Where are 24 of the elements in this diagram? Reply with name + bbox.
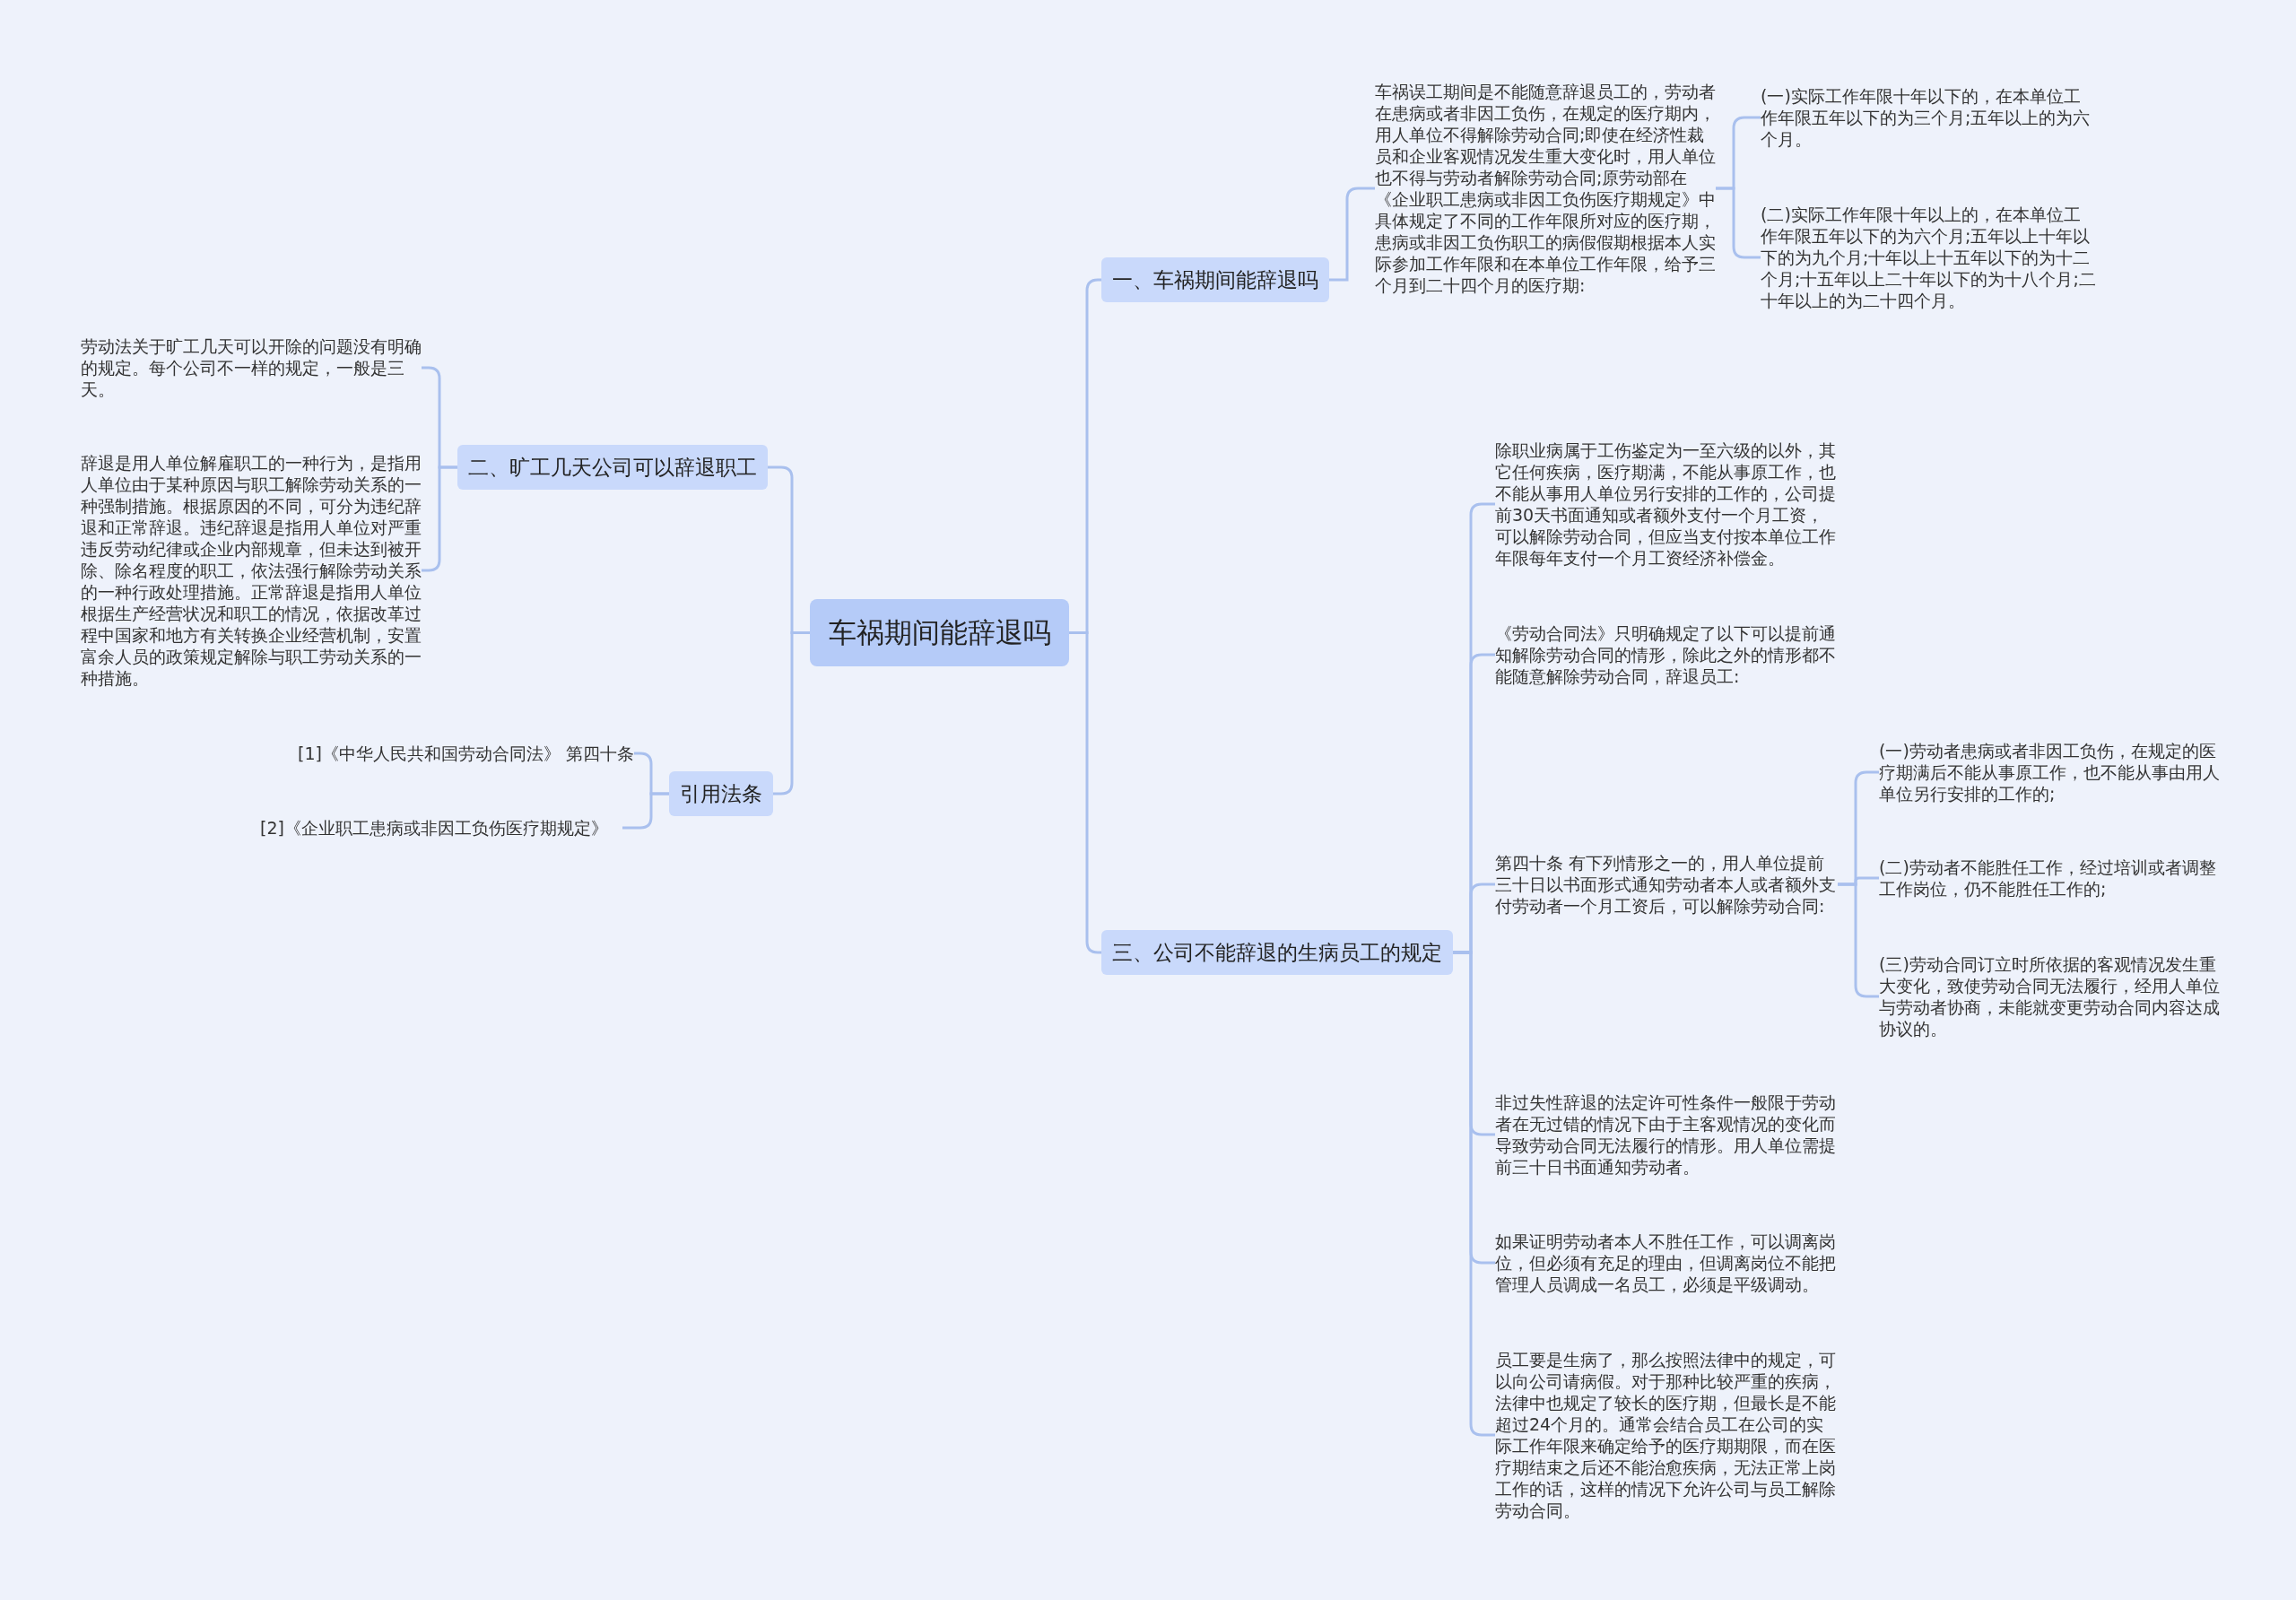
topic-text: 辞退是用人单位解雇职工的一种行为，是指用人单位由于某种原因与职工解除劳动关系的一种强制措施。根据原因的不同，可分为违纪辞退和正常辞退。违纪辞退是指用人单位对严重违反劳动纪律或企业内部规章，但未达到被开除、除名程度的职工，依法强行解除劳动关系的一种行政处理措施。正常辞退是指用人单位根据生产经营状况和职工的情况，依据改革过程中国家和地方有关转换企业经营机制，安置富余人员的政策规定解除与职工劳动关系的一种措施。: [81, 452, 422, 689]
connector-line: [1069, 631, 1101, 954]
topic-text: 劳动法关于旷工几天可以开除的问题没有明确的规定。每个公司不一样的规定，一般是三天。: [81, 335, 422, 400]
topic-text: (二)实际工作年限十年以上的，在本单位工作年限五年以下的为六个月;五年以上十年以下的为九个月;十年以上十五年以下的为十二个月;十五年以上二十年以下的为十八个月;二十年以上的为二十四个月。: [1761, 204, 2097, 311]
topic-text: 非过失性辞退的法定许可性条件一般限于劳动者在无过错的情况下由于主客观情况的变化而导致劳动合同无法履行的情形。用人单位需提前三十日书面通知劳动者。: [1495, 1091, 1838, 1178]
connector-line: [773, 631, 810, 796]
topic-text: [2]《企业职工患病或非因工负伤医疗期规定》: [260, 817, 622, 839]
topic-text: (二)劳动者不能胜任工作，经过培训或者调整工作岗位，仍不能胜任工作的;: [1879, 857, 2224, 900]
topic-text: 《劳动合同法》只明确规定了以下可以提前通知解除劳动合同的情形，除此之外的情形都不能随意解除劳动合同，辞退员工:: [1495, 622, 1838, 687]
topic-text: 员工要是生病了，那么按照法律中的规定，可以向公司请病假。对于那种比较严重的疾病，法律中也规定了较长的医疗期，但最长是不能超过24个月的。通常会结合员工在公司的实际工作年限来确定给予的医疗期期限，而在医疗期结束之后还不能治愈疾病，无法正常上岗工作的话，这样的情况下允许公司与员工解除劳动合同。: [1495, 1349, 1838, 1521]
topic-text: (三)劳动合同订立时所依据的客观情况发生重大变化，致使劳动合同无法履行，经用人单位与劳动者协商，未能就变更劳动合同内容达成协议的。: [1879, 953, 2224, 1039]
connector-line: [622, 792, 669, 830]
topic-text: 如果证明劳动者本人不胜任工作，可以调离岗位，但必须有充足的理由，但调离岗位不能把管理人员调成一名员工，必须是平级调动。: [1495, 1230, 1838, 1295]
topic-text: (一)实际工作年限十年以下的，在本单位工作年限五年以下的为三个月;五年以上的为六个月。: [1761, 85, 2097, 150]
central-topic: 车祸期间能辞退吗: [810, 599, 1069, 666]
topic-text: 除职业病属于工伤鉴定为一至六级的以外，其它任何疾病，医疗期满，不能从事原工作，也不能从事用人单位另行安排的工作的，公司提前30天书面通知或者额外支付一个月工资，可以解除劳动合同，但应当支付按本单位工作年限每年支付一个月工资经济补偿金。: [1495, 439, 1838, 569]
topic-text: [1]《中华人民共和国劳动合同法》 第四十条: [269, 743, 634, 764]
topic-text: (一)劳动者患病或者非因工负伤，在规定的医疗期满后不能从事原工作，也不能从事由用人单位另行安排的工作的;: [1879, 740, 2224, 804]
topic-box: 二、旷工几天公司可以辞退职工: [457, 445, 768, 490]
topic-box: 一、车祸期间能辞退吗: [1101, 257, 1329, 302]
topic-box: 三、公司不能辞退的生病员工的规定: [1101, 930, 1453, 975]
topic-box: 引用法条: [669, 771, 773, 816]
topic-text: 第四十条 有下列情形之一的，用人单位提前三十日以书面形式通知劳动者本人或者额外支付劳动者一个月工资后，可以解除劳动合同:: [1495, 852, 1838, 917]
topic-text: 车祸误工期间是不能随意辞退员工的，劳动者在患病或者非因工负伤，在规定的医疗期内，用人单位不得解除劳动合同;即使在经济性裁员和企业客观情况发生重大变化时，用人单位也不得与劳动者解除劳动合同;原劳动部在《企业职工患病或非因工负伤医疗期规定》中具体规定了不同的工作年限所对应的医疗期，患病或非因工负伤职工的病假假期根据本人实际参加工作年限和在本单位工作年限，给予三个月到二十四个月的医疗期:: [1375, 81, 1716, 296]
